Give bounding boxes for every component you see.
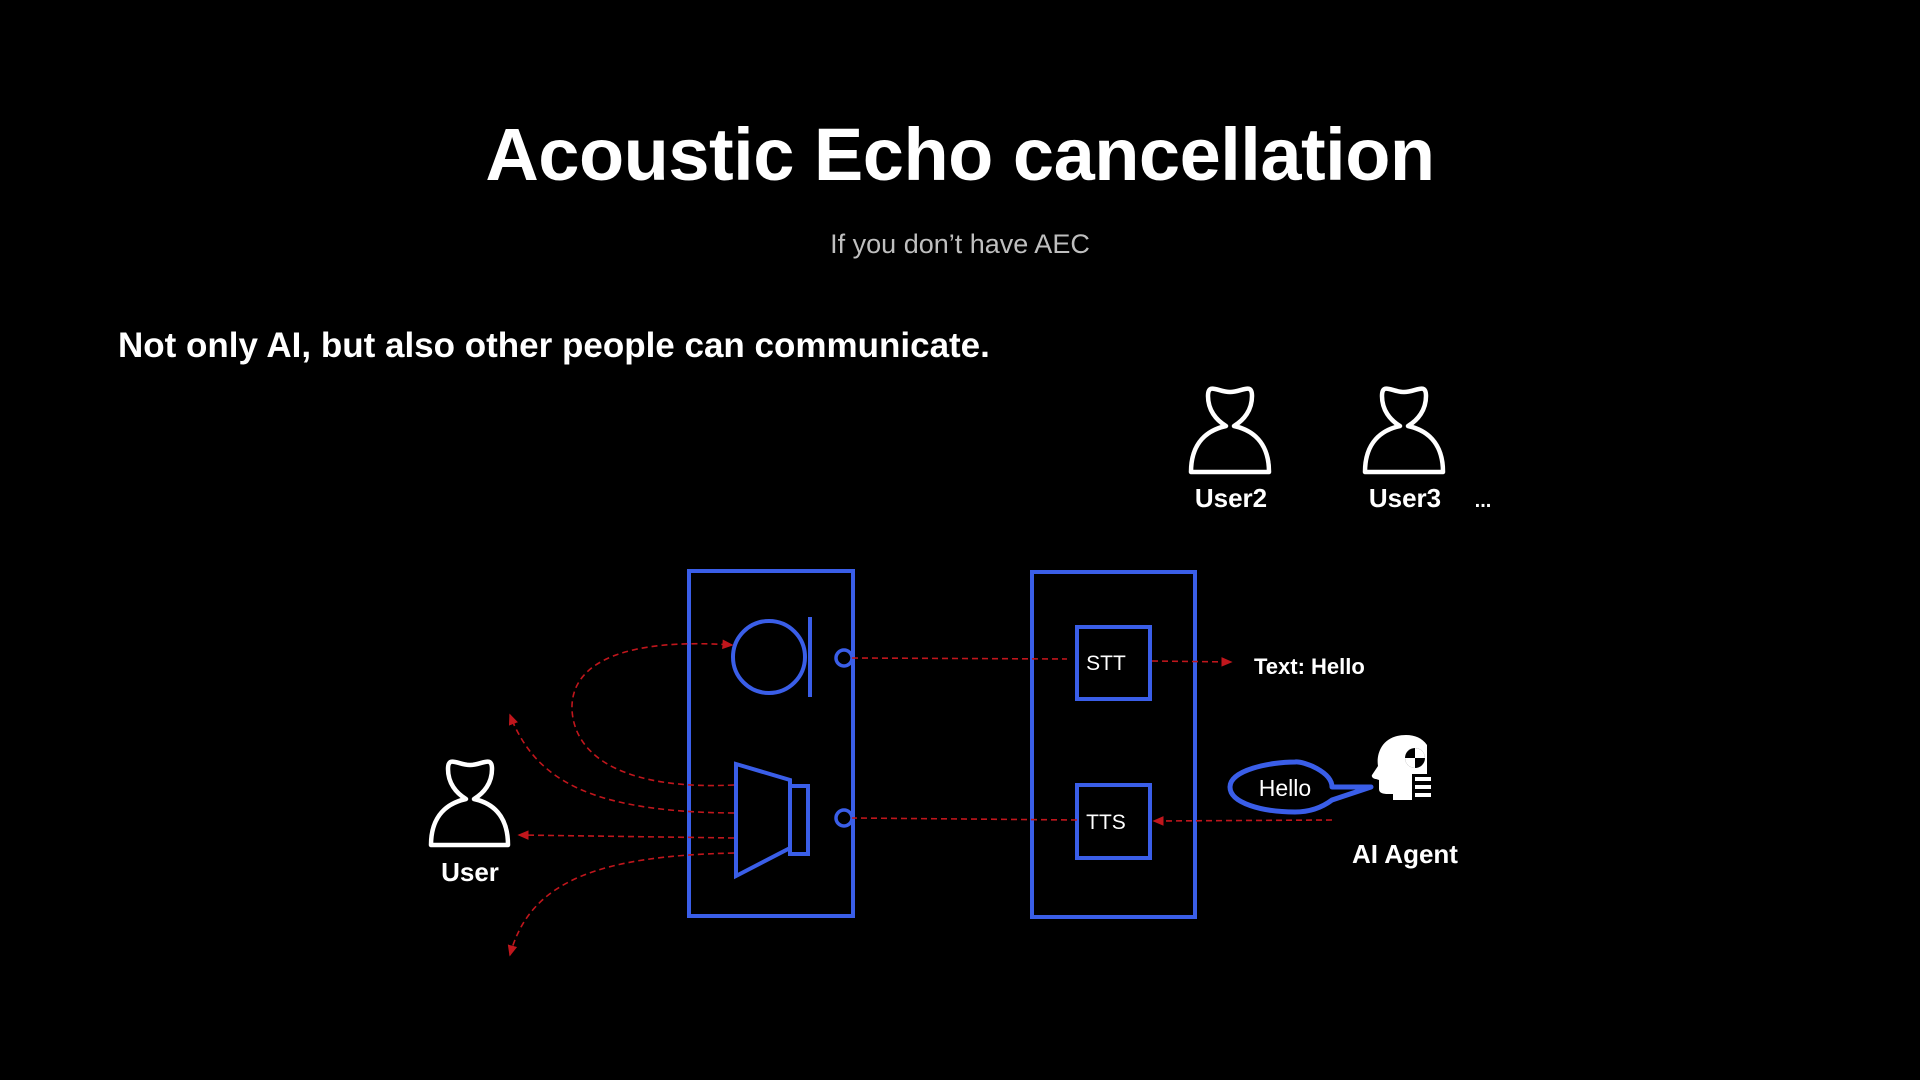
speaker-to-user-arrow (517, 830, 735, 840)
speaker-sound-wave-down (507, 852, 735, 957)
mic-to-stt-arrow (851, 657, 1068, 660)
tts-to-speaker-arrow (851, 817, 1078, 821)
more-users-label: ... (1475, 490, 1492, 512)
stt-label: STT (1086, 652, 1126, 675)
user2-icon (1188, 386, 1272, 475)
tts-box (1075, 783, 1152, 860)
speech-bubble (1227, 759, 1374, 815)
user3-label: User3 (1369, 483, 1441, 513)
slide-title: Acoustic Echo cancellation (485, 113, 1435, 196)
stt-output-text: Text: Hello (1254, 654, 1365, 679)
speech-bubble-text: Hello (1259, 775, 1311, 801)
tts-label: TTS (1086, 811, 1126, 834)
agent-to-tts-arrow (1152, 816, 1333, 826)
user2-label: User2 (1195, 483, 1267, 513)
slide-statement: Not only AI, but also other people can c… (118, 326, 990, 365)
speaker-sound-wave-up (508, 713, 735, 814)
speaker-port-node (834, 808, 854, 828)
stt-output-arrow (1151, 657, 1233, 667)
mic-port-node (834, 648, 854, 668)
slide-subtitle: If you don’t have AEC (830, 229, 1090, 259)
user-icon (428, 759, 511, 848)
ai-agent-label: AI Agent (1352, 839, 1458, 869)
microphone-icon (731, 617, 812, 697)
user-label: User (441, 857, 499, 887)
echo-loop-arrow (571, 639, 735, 787)
user3-icon (1362, 386, 1446, 475)
device-box (687, 569, 855, 918)
robot-head-icon (1371, 735, 1431, 800)
speaker-icon (734, 761, 810, 880)
stt-box (1075, 625, 1152, 701)
agent-box (1030, 570, 1197, 919)
